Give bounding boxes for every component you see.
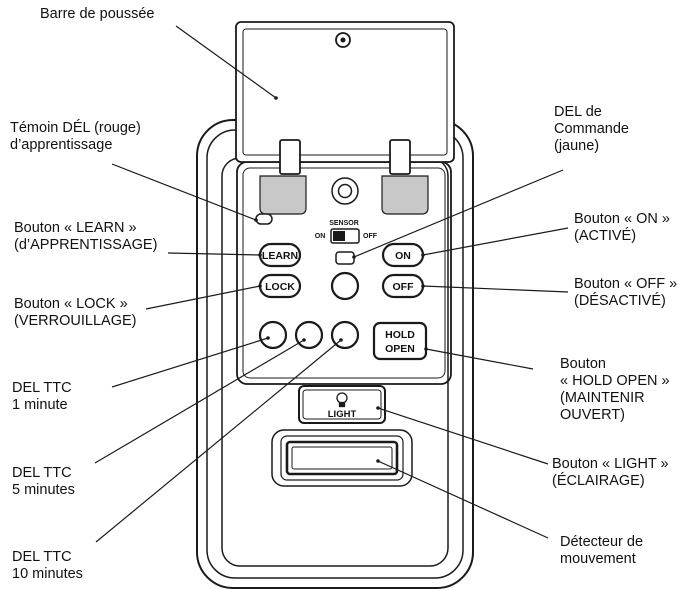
hold-open-button[interactable]: HOLD OPEN xyxy=(372,321,428,361)
ttc-5min-led xyxy=(294,320,324,350)
callout-lock-button: Bouton « LOCK » (VERROUILLAGE) xyxy=(14,296,137,329)
callout-command-led: DEL de Commande (jaune) xyxy=(554,104,629,154)
callout-ttc-5: DEL TTC 5 minutes xyxy=(12,465,75,498)
leader-ttc-5 xyxy=(94,339,305,464)
hold-label: HOLD xyxy=(385,329,415,341)
leader-learn-button xyxy=(167,252,261,256)
off-button-label: OFF xyxy=(393,281,415,293)
callout-on-button: Bouton « ON » (ACTIVÉ) xyxy=(574,211,670,244)
callout-hold-open: Bouton « HOLD OPEN » (MAINTENIR OUVERT) xyxy=(560,356,670,423)
leader-off-button xyxy=(422,285,569,293)
push-bar[interactable] xyxy=(235,21,455,175)
callout-learn-led: Témoin DÉL (rouge) d’apprentissage xyxy=(10,120,141,153)
on-button-label: ON xyxy=(395,250,411,262)
off-button[interactable]: OFF xyxy=(381,273,425,299)
sensor-off-label: OFF xyxy=(363,233,378,240)
leader-push-bar xyxy=(175,25,277,99)
control-panel-inner xyxy=(242,167,446,379)
sensor-label: SENSOR xyxy=(329,220,359,227)
leader-command-led xyxy=(353,169,564,258)
learn-led xyxy=(255,213,273,225)
motion-detector xyxy=(271,429,413,487)
light-button[interactable]: LIGHT xyxy=(298,385,386,424)
callout-ttc-1: DEL TTC 1 minute xyxy=(12,380,72,413)
lightbulb-icon xyxy=(336,392,348,408)
center-round-button[interactable] xyxy=(330,271,360,301)
gray-pad-left xyxy=(259,175,307,215)
on-button[interactable]: ON xyxy=(381,242,425,268)
hinge-right xyxy=(389,139,411,175)
leader-motion-detector xyxy=(377,460,549,539)
open-label: OPEN xyxy=(385,343,415,355)
command-led xyxy=(335,251,355,265)
learn-button-label: LEARN xyxy=(262,250,298,262)
lock-button-label: LOCK xyxy=(265,281,295,293)
gray-pad-right xyxy=(381,175,429,215)
lock-button[interactable]: LOCK xyxy=(258,273,302,299)
sensor-on-label: ON xyxy=(315,233,326,240)
leader-learn-led xyxy=(111,163,257,221)
callout-push-bar: Barre de poussée xyxy=(40,6,155,22)
light-button-label: LIGHT xyxy=(328,409,357,420)
leader-lock-button xyxy=(145,285,261,310)
hinge-left xyxy=(279,139,301,175)
leader-ttc-10 xyxy=(95,339,342,543)
leader-light-button xyxy=(377,407,549,465)
leader-ttc-1 xyxy=(111,337,269,388)
leader-hold-open xyxy=(425,348,534,370)
callout-light-button: Bouton « LIGHT » (ÉCLAIRAGE) xyxy=(552,456,669,489)
ttc-1min-led xyxy=(258,320,288,350)
callout-off-button: Bouton « OFF » (DÉSACTIVÉ) xyxy=(574,276,678,309)
callout-learn-button: Bouton « LEARN » (d’APPRENTISSAGE) xyxy=(14,220,158,253)
leader-on-button xyxy=(422,227,569,256)
center-screw xyxy=(331,177,359,205)
learn-button[interactable]: LEARN xyxy=(258,242,302,268)
sensor-switch[interactable]: SENSOR ON OFF xyxy=(315,220,378,244)
callout-motion-detector: Détecteur de mouvement xyxy=(560,534,644,567)
callout-ttc-10: DEL TTC 10 minutes xyxy=(12,549,83,582)
